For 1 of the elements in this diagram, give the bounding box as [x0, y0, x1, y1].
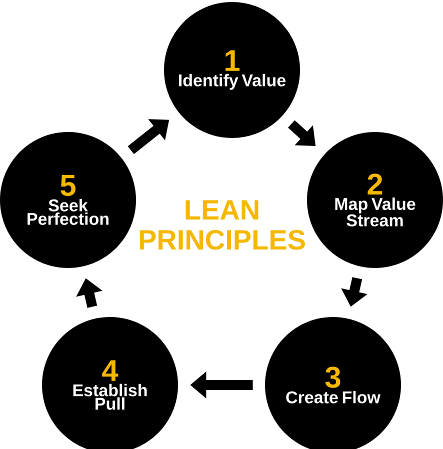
- title: LEAN PRINCIPLES: [140, 200, 305, 250]
